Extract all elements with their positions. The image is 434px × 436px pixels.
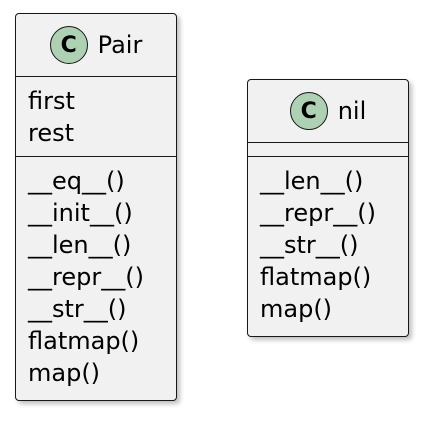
class-name: nil [337,97,367,125]
method-item: __repr__() [260,199,376,227]
method-item: map() [28,359,101,387]
class-stereotype-icon: C [49,26,88,64]
methods-section: __len__() __repr__() __str__() flatmap()… [248,157,408,325]
method-item: __str__() [260,231,359,259]
class-header: C nil [248,80,408,143]
method-item: __init__() [28,199,133,227]
class-name: Pair [97,31,143,59]
method-item: __len__() [28,231,132,259]
fields-section: first rest [16,77,176,157]
class-header: C Pair [16,14,176,77]
method-item: flatmap() [260,263,372,291]
fields-section [248,143,408,157]
field-item: first [28,87,75,115]
stereotype-letter: C [60,32,77,58]
method-item: flatmap() [28,327,140,355]
class-box-nil: C nil __len__() __repr__() __str__() fla… [247,79,409,337]
method-item: __repr__() [28,263,144,291]
class-box-pair: C Pair first rest __eq__() __init__() __… [15,13,177,401]
field-item: rest [28,119,75,147]
method-item: map() [260,295,333,323]
method-item: __eq__() [28,167,125,195]
class-stereotype-icon: C [289,92,328,130]
method-item: __str__() [28,295,127,323]
method-item: __len__() [260,167,364,195]
stereotype-letter: C [300,98,317,124]
methods-section: __eq__() __init__() __len__() __repr__()… [16,157,176,389]
